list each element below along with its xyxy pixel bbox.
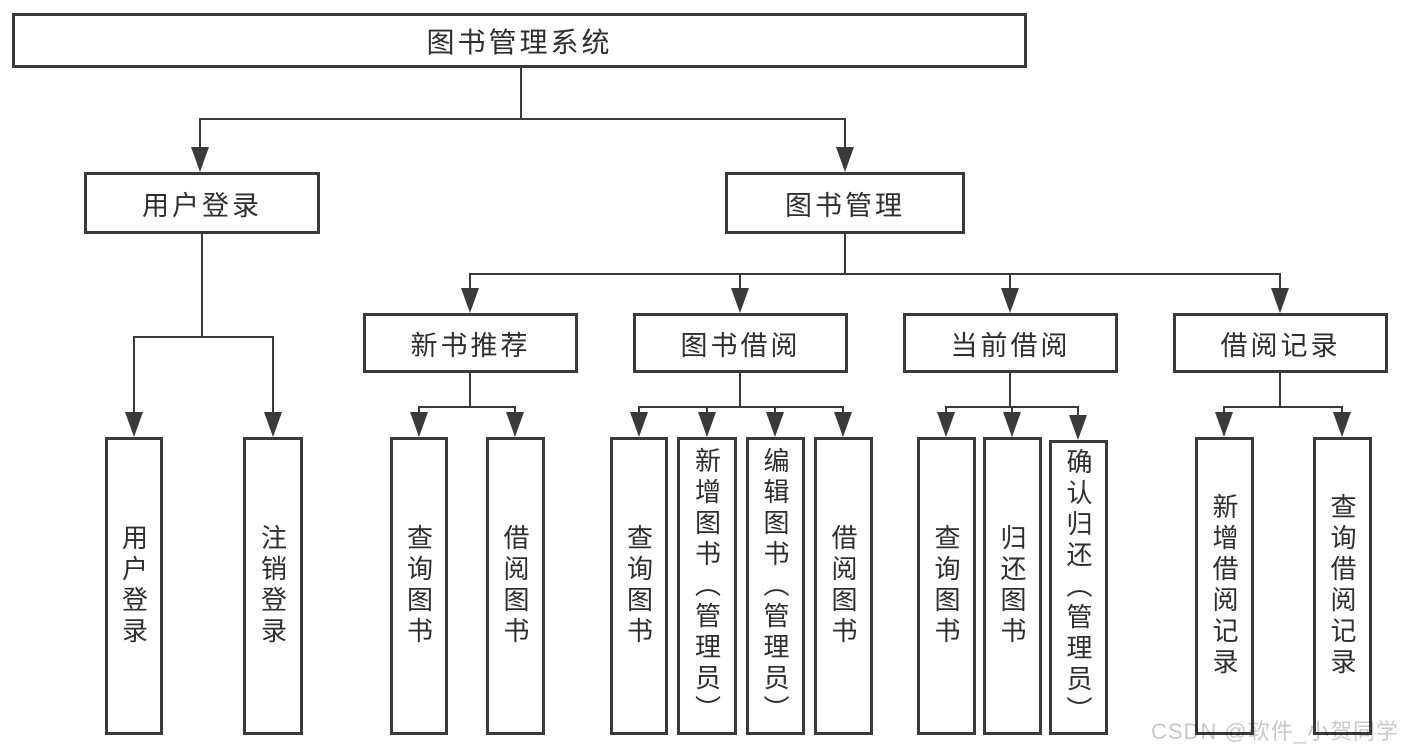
node-book-management: 图书管理: [725, 172, 965, 234]
leaf-logout-label: 注销登录: [257, 524, 288, 648]
leaf-query-borrow-record-label: 查询借阅记录: [1327, 493, 1357, 679]
leaf-confirm-return-admin: 确认归还（管理员）: [1049, 440, 1108, 735]
leaf-return-books: 归还图书: [983, 437, 1042, 735]
node-root: 图书管理系统: [12, 13, 1027, 68]
arrowheads: [125, 147, 1351, 440]
node-borrow-records-label: 借阅记录: [1220, 330, 1341, 361]
leaf-logout: 注销登录: [243, 437, 303, 735]
node-user-login: 用户登录: [84, 172, 320, 234]
node-new-book-recommend-label: 新书推荐: [410, 330, 531, 361]
leaf-add-books-admin: 新增图书（管理员）: [677, 437, 737, 735]
leaf-borrow-books-1: 借阅图书: [486, 437, 545, 735]
node-current-borrow-label: 当前借阅: [950, 330, 1071, 361]
leaf-user-login: 用户登录: [105, 437, 163, 735]
leaf-return-books-label: 归还图书: [997, 524, 1027, 648]
leaf-edit-books-admin: 编辑图书（管理员）: [746, 437, 805, 735]
node-root-label: 图书管理系统: [426, 26, 613, 58]
leaf-query-books-2: 查询图书: [610, 437, 668, 735]
leaf-add-books-admin-label: 新增图书（管理员）: [691, 446, 722, 726]
node-new-book-recommend: 新书推荐: [363, 313, 578, 373]
leaf-add-borrow-record: 新增借阅记录: [1195, 437, 1254, 735]
leaf-edit-books-admin-label: 编辑图书（管理员）: [760, 446, 790, 726]
leaf-add-borrow-record-label: 新增借阅记录: [1209, 493, 1239, 679]
leaf-confirm-return-admin-label: 确认归还（管理员）: [1063, 448, 1093, 727]
leaf-query-books-2-label: 查询图书: [623, 524, 654, 648]
node-book-borrow-label: 图书借阅: [680, 330, 801, 361]
leaf-user-login-label: 用户登录: [118, 524, 149, 648]
leaf-query-borrow-record: 查询借阅记录: [1313, 437, 1372, 735]
node-borrow-records: 借阅记录: [1173, 313, 1388, 373]
leaf-borrow-books-2: 借阅图书: [814, 437, 873, 735]
node-current-borrow: 当前借阅: [903, 313, 1118, 373]
node-book-borrow: 图书借阅: [633, 313, 848, 373]
leaf-borrow-books-2-label: 借阅图书: [828, 524, 858, 648]
node-user-login-label: 用户登录: [142, 190, 262, 221]
leaf-query-books-1-label: 查询图书: [403, 524, 434, 648]
leaf-query-books-3: 查询图书: [917, 437, 976, 735]
node-book-management-label: 图书管理: [785, 190, 905, 221]
leaf-query-books-1: 查询图书: [390, 437, 448, 735]
leaf-query-books-3-label: 查询图书: [931, 524, 961, 648]
leaf-borrow-books-1-label: 借阅图书: [500, 524, 530, 648]
